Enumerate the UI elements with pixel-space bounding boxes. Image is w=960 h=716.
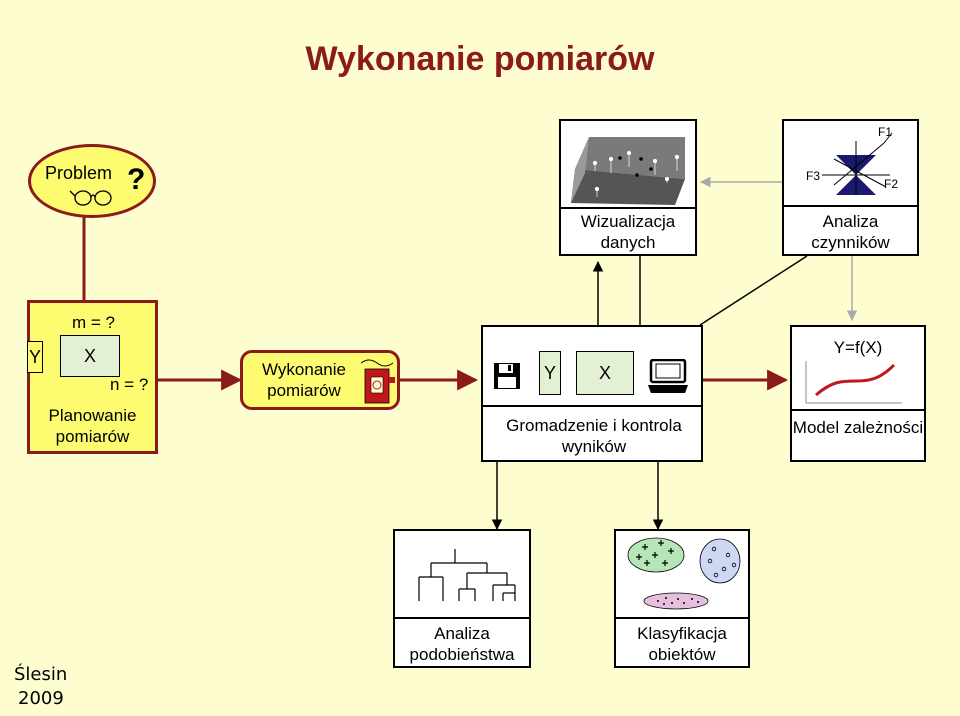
curve-plot-icon	[805, 361, 902, 404]
planning-x-cell: X	[60, 335, 120, 377]
signature-year: 2009	[18, 688, 64, 709]
problem-label: Problem	[45, 163, 113, 183]
computer-icon	[648, 359, 688, 393]
planning-box: m = ? Y X n = ? Planowanie pomiarów	[27, 300, 158, 454]
f2-label: F2	[884, 177, 899, 191]
planning-caption: Planowanie pomiarów	[48, 406, 137, 446]
planning-y-cell: Y	[27, 341, 43, 373]
gathering-box: Y X Gromadzenie i kontrola wyników	[481, 325, 703, 462]
line-gathering-factor	[699, 255, 808, 326]
f3-label: F3	[806, 169, 821, 183]
similarity-caption: Analiza podobieństwa	[409, 624, 515, 664]
scatter-3d-icon	[571, 137, 685, 205]
dendrogram-icon	[418, 549, 516, 601]
visualization-box: Wizualizacja danych	[559, 119, 697, 256]
gathering-caption: Gromadzenie i kontrola wyników	[506, 416, 682, 456]
model-box: Y=f(X) Model zależności	[790, 325, 926, 462]
factor-box: F1 F3 F2 Analiza czynników	[782, 119, 919, 256]
gathering-y-cell: Y	[539, 351, 561, 395]
execution-box: Wykonanie pomiarów	[240, 350, 400, 410]
m-label: m = ?	[72, 313, 115, 332]
floppy-disk-icon	[494, 363, 520, 389]
factor-separator	[784, 205, 917, 207]
factor-axes-icon	[822, 132, 893, 195]
visualization-caption: Wizualizacja danych	[580, 212, 676, 252]
glasses-icon	[69, 190, 112, 206]
classification-box: Klasyfikacja obiektów	[614, 529, 750, 668]
factor-caption: Analiza czynników	[811, 212, 890, 252]
measuring-device-icon	[361, 359, 395, 404]
question-mark: ?	[127, 163, 146, 196]
similarity-separator	[395, 617, 529, 619]
execution-caption: Wykonanie pomiarów	[262, 360, 346, 400]
model-caption: Model zależności	[792, 418, 924, 437]
model-separator	[792, 409, 924, 411]
gathering-x-cell: X	[576, 351, 634, 395]
clusters-icon	[627, 537, 741, 610]
problem-bubble: Problem ?	[28, 144, 156, 218]
model-formula: Y=f(X)	[833, 338, 883, 357]
n-label: n = ?	[110, 375, 149, 394]
classification-separator	[616, 617, 748, 619]
classification-caption: Klasyfikacja obiektów	[637, 624, 727, 664]
visualization-separator	[561, 207, 695, 209]
similarity-box: Analiza podobieństwa	[393, 529, 531, 668]
gathering-separator	[483, 405, 701, 407]
signature-author: Ślesin	[14, 664, 68, 685]
page-title: Wykonanie pomiarów	[305, 40, 655, 78]
f1-label: F1	[878, 125, 893, 139]
